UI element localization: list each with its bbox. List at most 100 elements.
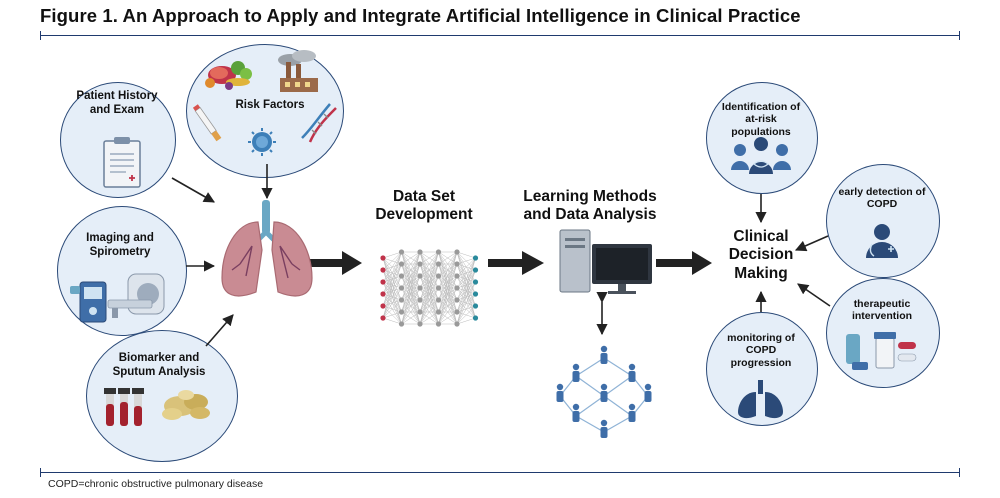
lungs-icon [221, 200, 313, 297]
network-node [417, 309, 423, 315]
flow-arrow-1 [310, 251, 362, 275]
network-node [417, 297, 423, 303]
network-node [472, 291, 479, 297]
network-edge [438, 251, 458, 277]
network-edge [419, 251, 439, 277]
network-edge [401, 311, 421, 325]
network-node [417, 273, 423, 279]
network-node [454, 273, 460, 279]
network-edge [419, 263, 439, 325]
footnote: COPD=chronic obstructive pulmonary disea… [48, 478, 264, 490]
network-edge [401, 275, 421, 325]
network-node [435, 309, 442, 315]
person-icon [600, 345, 608, 364]
people-network-icon [556, 345, 652, 438]
network-edge [438, 311, 458, 325]
network-node [454, 297, 460, 303]
early-detection-circle [826, 164, 940, 278]
network-node [417, 285, 423, 291]
network-edge [382, 251, 402, 271]
bottom-rule [40, 468, 960, 477]
food-icon [205, 61, 252, 90]
identification-label: Identification of at-risk populations [721, 101, 801, 138]
network-edge [456, 257, 476, 325]
network-edge [382, 299, 402, 319]
people-link [575, 415, 605, 433]
clipboard-icon [103, 137, 141, 188]
population-dna-icon [731, 137, 791, 174]
person-icon [600, 419, 608, 438]
network-edge [438, 251, 458, 289]
network-edge [382, 263, 402, 319]
network-edge [401, 299, 421, 325]
person-icon [644, 383, 652, 402]
network-node [380, 291, 386, 297]
network-edge [456, 269, 476, 325]
biomarker-label: Biomarker and Sputum Analysis [112, 352, 206, 378]
network-edge [401, 251, 421, 313]
figure-title: Figure 1. An Approach to Apply and Integ… [40, 5, 801, 26]
network-edge [438, 263, 458, 325]
network-edge [382, 287, 402, 319]
network-edge [419, 299, 439, 325]
network-node [380, 255, 386, 261]
arrow-early-to-decision [794, 235, 829, 252]
people-link [575, 375, 605, 397]
network-node [417, 321, 423, 327]
imaging-label: Imaging and Spirometry [86, 232, 154, 258]
arrow-history-to-lungs [171, 177, 215, 203]
person-icon [628, 403, 636, 422]
network-node [454, 285, 460, 291]
network-edge [456, 257, 476, 313]
network-node [435, 273, 442, 279]
network-edge [401, 251, 421, 289]
network-node [472, 267, 479, 273]
network-edge [401, 251, 421, 277]
network-node [435, 321, 442, 327]
network-edge [419, 287, 439, 325]
network-node [398, 261, 405, 267]
network-edge [382, 251, 402, 307]
neural-network-icon [382, 251, 476, 325]
network-edge [419, 251, 439, 289]
person-icon [572, 363, 580, 382]
network-node [472, 255, 479, 261]
network-edge [456, 251, 476, 259]
pill-bottle-icon [874, 332, 917, 369]
network-node [454, 261, 460, 267]
network-edge [419, 251, 439, 301]
virus-icon [248, 128, 276, 156]
lung-outline-icon [738, 380, 783, 419]
person-icon [556, 383, 564, 402]
network-edge [401, 251, 421, 265]
data-set-label: Data Set Development [375, 188, 473, 224]
network-node [398, 309, 405, 315]
network-edge [456, 257, 476, 301]
network-node [472, 279, 479, 285]
network-node [398, 249, 405, 255]
network-node [398, 321, 405, 327]
network-node [435, 261, 442, 267]
blood-tubes-icon [104, 388, 144, 426]
network-node [454, 309, 460, 315]
flow-arrow-2 [488, 251, 544, 275]
network-node [380, 315, 386, 321]
patient-history-label: Patient History and Exam [76, 90, 158, 116]
network-edge [438, 251, 458, 265]
person-icon [628, 363, 636, 382]
flow-arrow-3 [656, 251, 712, 275]
inhaler-icon [846, 334, 868, 370]
people-link [603, 357, 633, 377]
network-edge [419, 275, 439, 325]
network-edge [382, 251, 402, 259]
early-detection-label: early detection of COPD [838, 186, 926, 211]
network-edge [456, 317, 476, 325]
network-edge [438, 275, 458, 325]
sputum-icon [162, 390, 210, 420]
learning-label: Learning Methods and Data Analysis [523, 188, 657, 224]
network-edge [419, 311, 439, 325]
network-node [380, 279, 386, 285]
network-edge [419, 251, 439, 313]
network-node [472, 303, 479, 309]
